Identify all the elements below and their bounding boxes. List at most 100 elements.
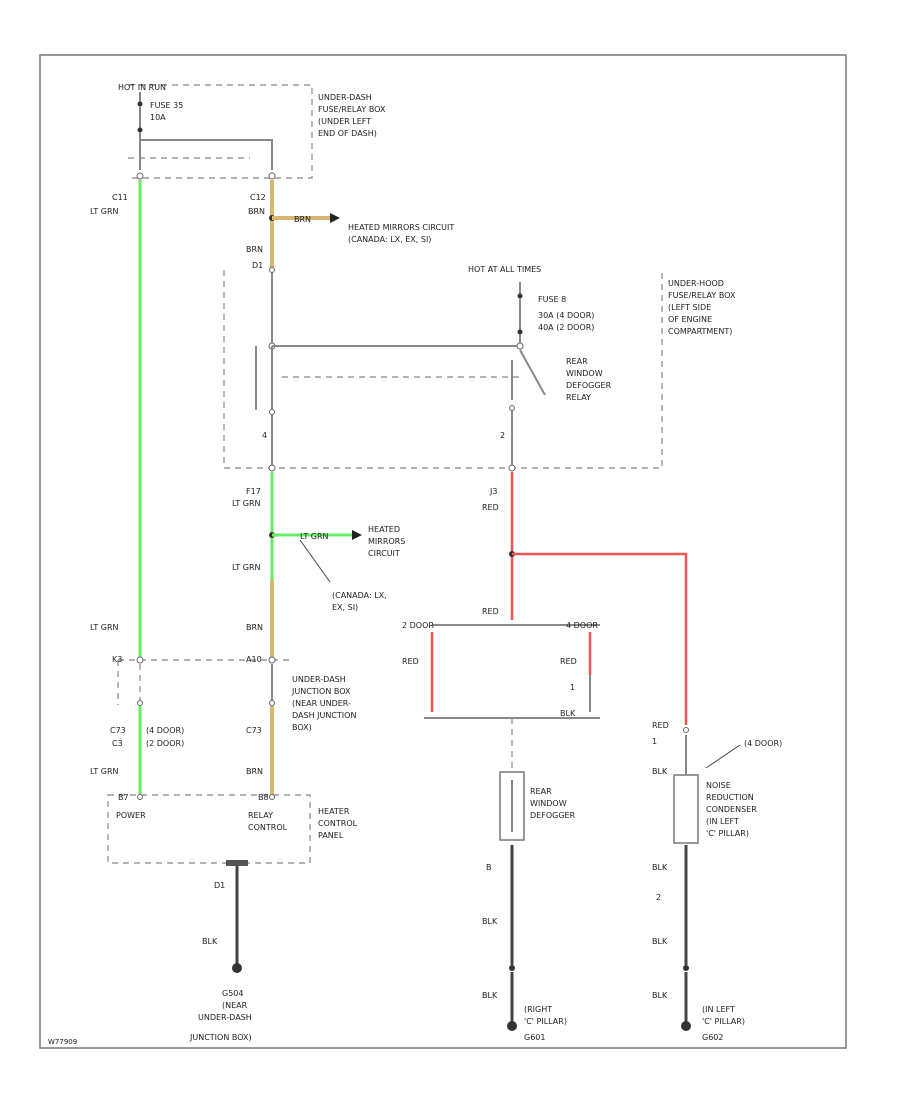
label-heated-mirrors-2a: HEATED: [368, 525, 400, 534]
red-wire-right: [512, 552, 688, 725]
panel-ground-connector: [226, 860, 248, 866]
label-lt-grn-2: LT GRN: [232, 499, 261, 508]
label-gnd-right-3: G602: [702, 1033, 723, 1042]
label-fuse-b-3: 40A (2 DOOR): [538, 323, 594, 332]
ground-g601-dot: [507, 1021, 517, 1031]
pin-b8-dot: [269, 794, 275, 800]
label-heated-mirrors-2b: MIRRORS: [368, 537, 405, 546]
junction-box-dashed: [117, 659, 290, 705]
label-heater-1: HEATER: [318, 807, 350, 816]
label-heater-3: PANEL: [318, 831, 344, 840]
label-junction-2: JUNCTION BOX: [291, 687, 351, 696]
relay-switch-arm: [519, 349, 546, 396]
label-brn-3: BRN: [246, 623, 263, 632]
label-red-4: RED: [560, 657, 577, 666]
label-relay-1: REAR: [566, 357, 588, 366]
fuse-top-upper: [137, 101, 143, 107]
label-underdash-1: UNDER-DASH: [318, 93, 372, 102]
label-c3: C3: [112, 739, 123, 748]
label-heater-2: CONTROL: [318, 819, 358, 828]
fuse-top-lower: [137, 127, 143, 133]
ground-g602-upper-dot: [683, 965, 689, 971]
label-d1-bottom: D1: [214, 881, 225, 890]
label-blk-mid-2: BLK: [482, 991, 498, 1000]
label-junction-3: (NEAR UNDER-: [292, 699, 351, 708]
relay-pin-4-dot: [269, 409, 275, 415]
label-brn-inline: BRN: [294, 215, 311, 224]
relay-pin-2-dot: [509, 405, 515, 411]
canada-pointer: [299, 539, 331, 583]
label-pin-2-right: 2: [656, 893, 661, 902]
label-relay-ctrl-2: CONTROL: [248, 823, 288, 832]
label-canada-1: (CANADA: LX,: [332, 591, 387, 600]
label-defogger-3: DEFOGGER: [530, 811, 576, 820]
underhood-fuse-box: [223, 270, 663, 469]
label-a10: A10: [246, 655, 262, 664]
label-k3: K3: [112, 655, 122, 664]
conn-a10-dot: [268, 656, 276, 664]
arrow-heated-mirrors-2: [352, 530, 362, 540]
label-red-1: RED: [482, 503, 499, 512]
fuse-top-bus: [139, 132, 273, 170]
label-2door: 2 DOOR: [402, 621, 434, 630]
label-red-2: RED: [482, 607, 499, 616]
label-blk-right-4: BLK: [652, 991, 668, 1000]
label-gnd-left-3: UNDER-DASH: [198, 1013, 252, 1022]
fuse-8-lower: [517, 329, 523, 335]
ground-g504-dot: [232, 963, 242, 973]
label-footer-code: W77909: [48, 1038, 77, 1046]
label-gnd-left-2: (NEAR: [222, 1001, 248, 1010]
condenser-pointer: [705, 744, 741, 769]
label-relay-2: WINDOW: [566, 369, 603, 378]
label-blk-left-1: BLK: [202, 937, 218, 946]
label-door4-right: (4 DOOR): [744, 739, 782, 748]
heater-control-panel-box: [107, 794, 311, 864]
label-gnd-left-4: JUNCTION BOX): [189, 1033, 252, 1042]
label-heated-mirrors-1a: HEATED MIRRORS CIRCUIT: [348, 223, 454, 232]
label-gnd-mid-1: (RIGHT: [524, 1005, 552, 1014]
label-brn-4: BRN: [246, 767, 263, 776]
label-fuse-top-1: FUSE 35: [150, 101, 183, 110]
label-gnd-right-2: 'C' PILLAR): [702, 1017, 745, 1026]
label-pin-b: B: [486, 863, 492, 872]
label-c11: C11: [112, 193, 128, 202]
label-lt-grn-inline: LT GRN: [300, 532, 329, 541]
label-4door: 4 DOOR: [566, 621, 598, 630]
label-defogger-1: REAR: [530, 787, 552, 796]
label-blk-right-2: BLK: [652, 863, 668, 872]
label-fuse-b-1: FUSE 8: [538, 295, 566, 304]
conn-c11-dot: [136, 172, 144, 180]
label-blk-mid-1: BLK: [482, 917, 498, 926]
conn-k3-dot: [136, 656, 144, 664]
label-pin-4: 4: [262, 431, 267, 440]
label-c12: C12: [250, 193, 266, 202]
label-underhood-2: FUSE/RELAY BOX: [668, 291, 736, 300]
label-relay-4: RELAY: [566, 393, 591, 402]
conn-c3-dot: [137, 700, 143, 706]
label-d1: D1: [252, 261, 263, 270]
underdash-fuse-box: [128, 84, 313, 179]
label-underdash-4: END OF DASH): [318, 129, 377, 138]
relay-coil-left: [255, 346, 273, 410]
label-canada-2: EX, SI): [332, 603, 358, 612]
label-fuse-top-2: 10A: [150, 113, 166, 122]
label-pin-1-right: 1: [652, 737, 657, 746]
label-lt-grn-5: LT GRN: [90, 767, 119, 776]
label-underdash-2: FUSE/RELAY BOX: [318, 105, 386, 114]
label-noise-4: (IN LEFT: [706, 817, 739, 826]
diagram-frame: [39, 54, 847, 1049]
label-underhood-5: COMPARTMENT): [668, 327, 732, 336]
label-gnd-mid-3: G601: [524, 1033, 545, 1042]
conn-c12-dot: [268, 172, 276, 180]
label-brn-2: BRN: [246, 245, 263, 254]
label-pin-1: 1: [570, 683, 575, 692]
label-red-3: RED: [402, 657, 419, 666]
label-gnd-left-1: G504: [222, 989, 243, 998]
label-noise-5: 'C' PILLAR): [706, 829, 749, 838]
label-heated-mirrors-2c: CIRCUIT: [368, 549, 400, 558]
label-power: POWER: [116, 811, 146, 820]
label-c73-left: C73: [110, 726, 126, 735]
ground-g601-upper-dot: [509, 965, 515, 971]
label-door4-paren: (4 DOOR): [146, 726, 184, 735]
